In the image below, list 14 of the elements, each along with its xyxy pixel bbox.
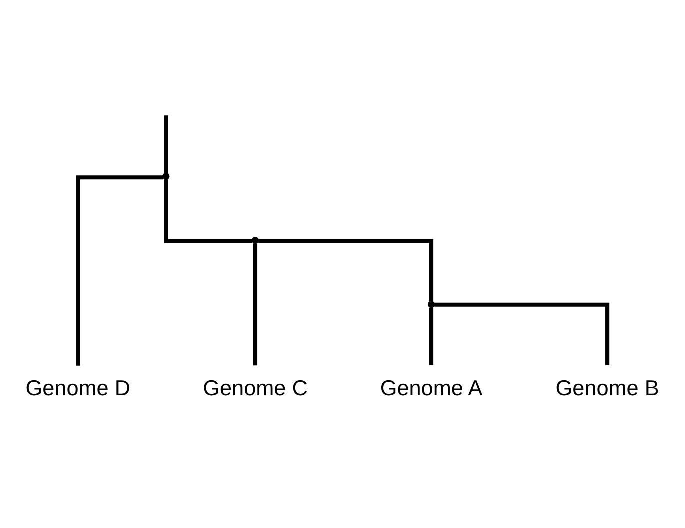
node-point xyxy=(428,300,436,308)
node-text: Genome B xyxy=(556,374,660,400)
connector xyxy=(258,238,434,302)
node-text: Genome D xyxy=(26,374,130,400)
connector xyxy=(76,175,164,366)
connector xyxy=(164,115,168,174)
node-text: Genome A xyxy=(380,374,483,400)
connector xyxy=(164,179,253,243)
connector xyxy=(434,302,610,366)
connector xyxy=(253,243,258,366)
node-point xyxy=(162,172,170,180)
connector xyxy=(430,307,434,366)
node-point xyxy=(252,236,260,244)
node-text: Genome C xyxy=(203,374,308,400)
